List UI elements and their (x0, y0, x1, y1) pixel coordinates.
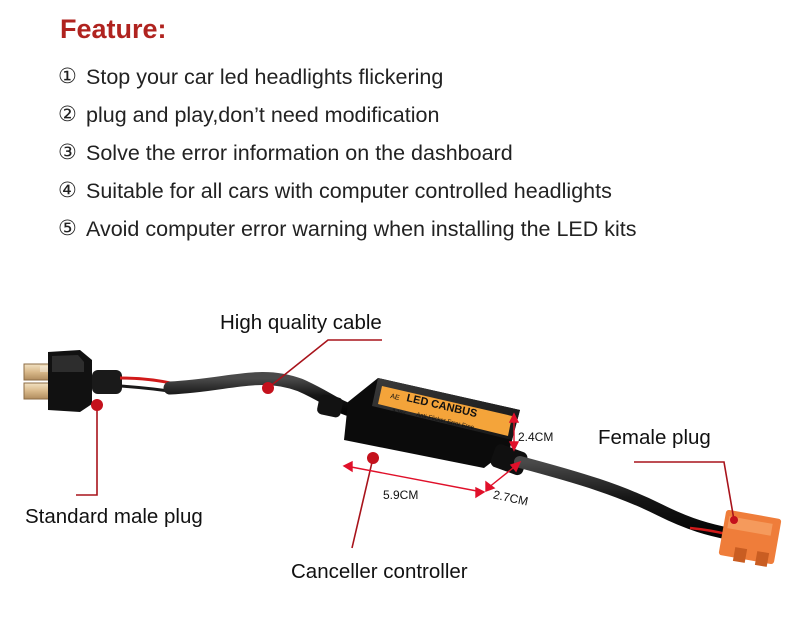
callout-female-plug: Female plug (598, 426, 711, 449)
cable-right (514, 456, 736, 540)
dimension-lines (342, 412, 522, 499)
callout-high-quality-cable: High quality cable (220, 311, 382, 334)
callout-canceller-controller: Canceller controller (291, 560, 468, 583)
feature-text: Avoid computer error warning when instal… (86, 217, 637, 241)
feature-list: ① Stop your car led headlights flickerin… (58, 58, 637, 248)
feature-text: plug and play,don’t need modification (86, 103, 440, 127)
feature-number: ② (58, 103, 77, 126)
callout-standard-male-plug: Standard male plug (25, 505, 203, 528)
female-plug (718, 509, 782, 567)
product-label-badge: AE (390, 393, 401, 402)
feature-text: Solve the error information on the dashb… (86, 141, 513, 165)
feature-item: ③ Solve the error information on the das… (58, 134, 637, 172)
feature-heading: Feature: (60, 14, 167, 44)
callout-dot (91, 399, 103, 411)
dimension-height-label: 2.4CM (518, 430, 554, 444)
callout-dot (367, 452, 379, 464)
callout-lines (76, 339, 735, 549)
feature-text: Stop your car led headlights flickering (86, 65, 444, 89)
dimension-length-label: 5.9CM (383, 488, 419, 502)
feature-text: Suitable for all cars with computer cont… (86, 179, 612, 203)
feature-item: ⑤ Avoid computer error warning when inst… (58, 210, 637, 248)
feature-number: ④ (58, 179, 77, 202)
feature-number: ⑤ (58, 217, 77, 240)
feature-number: ③ (58, 141, 77, 164)
product-label-voltage: 9-16V (392, 408, 407, 417)
callout-dot (730, 516, 738, 524)
male-plug (23, 350, 122, 412)
canceller-box: AE LED CANBUS 9-16V Anti-Flicker Error F… (344, 378, 520, 468)
feature-item: ① Stop your car led headlights flickerin… (58, 58, 637, 96)
feature-item: ② plug and play,don’t need modification (58, 96, 637, 134)
feature-item: ④ Suitable for all cars with computer co… (58, 172, 637, 210)
callout-dot (262, 382, 274, 394)
feature-number: ① (58, 65, 77, 88)
